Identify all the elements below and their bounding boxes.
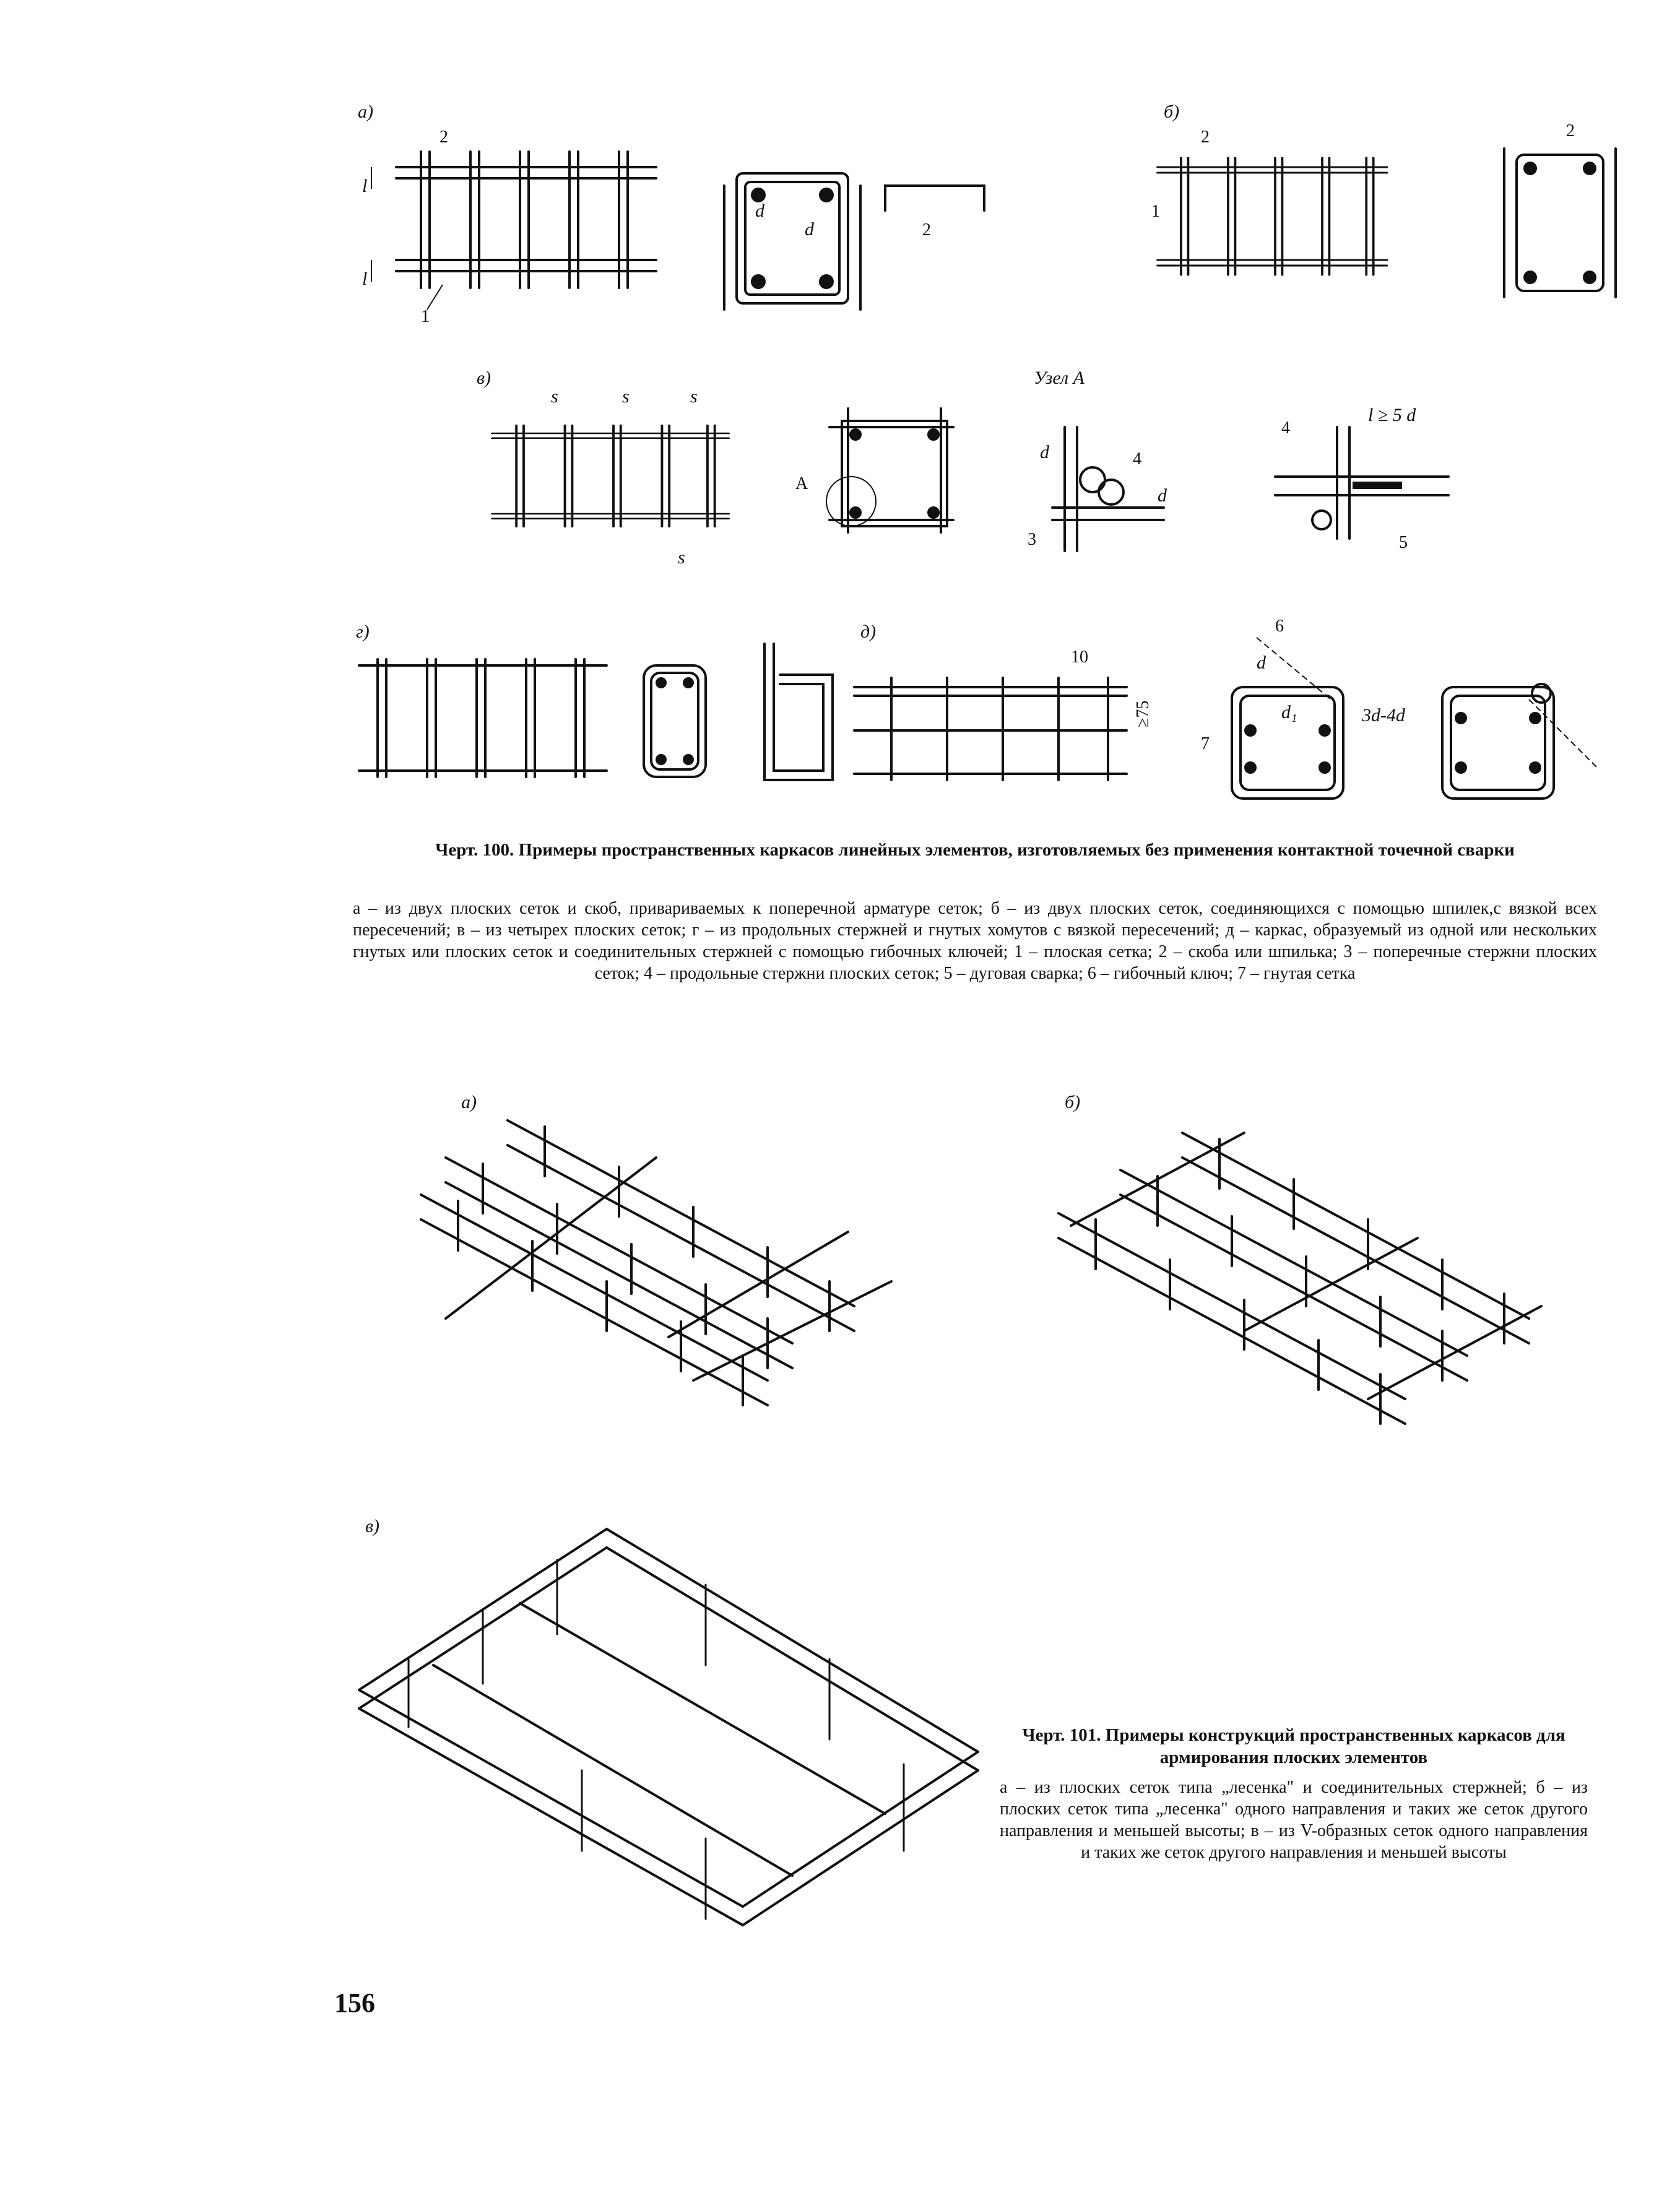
figure-101-title: Черт. 101. Примеры конструкций пространс… xyxy=(1022,1725,1565,1767)
svg-text:l: l xyxy=(362,176,367,196)
fig100v-mesh-plan: s s s s xyxy=(491,386,730,568)
fig100-panel-a: а) xyxy=(358,102,373,122)
fig100b-section: 2 xyxy=(1503,121,1617,298)
svg-text:2: 2 xyxy=(922,220,931,240)
fig101b-drawing xyxy=(1057,1132,1543,1425)
fig101-panel-v: в) xyxy=(365,1516,379,1536)
fig100-panel-d: д) xyxy=(860,621,876,642)
figure-100-caption: а – из двух плоских сеток и скоб, привар… xyxy=(353,899,1597,983)
fig100b-mesh-plan: 2 1 xyxy=(1151,128,1388,276)
svg-text:2: 2 xyxy=(1201,128,1210,147)
svg-text:1: 1 xyxy=(421,307,430,326)
svg-text:l ≥ 5 d: l ≥ 5 d xyxy=(1368,405,1416,425)
fig100v-weld-detail: 4 l ≥ 5 d 5 xyxy=(1274,405,1450,552)
svg-text:l: l xyxy=(362,269,367,289)
svg-text:d: d xyxy=(805,219,815,240)
fig101-panel-b: б) xyxy=(1065,1092,1080,1112)
svg-text:d: d xyxy=(1040,442,1050,462)
fig100a-section: d d xyxy=(723,172,862,311)
svg-text:d₁: d₁ xyxy=(1281,702,1297,722)
svg-text:6: 6 xyxy=(1275,617,1284,636)
fig100g-mesh-plan xyxy=(358,658,608,778)
fig101a-drawing xyxy=(420,1119,893,1406)
svg-text:s: s xyxy=(678,547,685,568)
svg-text:2: 2 xyxy=(1566,121,1575,141)
svg-text:10: 10 xyxy=(1071,647,1088,667)
svg-text:3: 3 xyxy=(1028,530,1036,549)
svg-text:4: 4 xyxy=(1281,418,1290,438)
fig100g-bent-bar xyxy=(763,643,834,781)
figure-100-title: Черт. 100. Примеры пространственных карк… xyxy=(435,840,1515,860)
svg-text:s: s xyxy=(622,386,630,407)
fig100-panel-b: б) xyxy=(1164,102,1179,122)
fig100d-section-bent xyxy=(1441,683,1598,800)
svg-text:s: s xyxy=(551,386,558,407)
svg-text:2: 2 xyxy=(439,128,448,147)
svg-text:1: 1 xyxy=(1151,202,1160,221)
page-number: 156 xyxy=(334,1988,375,2018)
svg-text:d: d xyxy=(1158,485,1167,506)
fig100v-node-a: Узел А d 4 d 3 xyxy=(1028,368,1167,552)
fig100d-section-bending: 6 d d₁ 3d-4d 7 xyxy=(1201,617,1406,800)
fig100a-clip: 2 xyxy=(884,184,985,240)
svg-text:7: 7 xyxy=(1201,734,1210,753)
fig100-panel-g: г) xyxy=(356,621,370,642)
svg-text:d: d xyxy=(1257,652,1266,673)
fig100a-mesh-plan: l l 2 1 xyxy=(362,128,657,326)
svg-text:5: 5 xyxy=(1399,533,1408,552)
figure-101-caption: а – из плоских сеток типа „лесенка" и со… xyxy=(1000,1778,1588,1862)
svg-text:≥75: ≥75 xyxy=(1133,701,1153,727)
fig101v-drawing xyxy=(358,1528,979,1926)
fig101-panel-a: а) xyxy=(461,1092,477,1112)
svg-text:4: 4 xyxy=(1133,449,1141,469)
fig100v-section: А xyxy=(795,407,955,534)
svg-text:Узел А: Узел А xyxy=(1034,368,1085,388)
fig100d-mesh-plan: 10 ≥75 xyxy=(853,647,1153,781)
fig100g-stirrup xyxy=(643,664,707,778)
svg-text:d: d xyxy=(755,201,765,221)
svg-text:А: А xyxy=(795,474,808,493)
svg-text:3d-4d: 3d-4d xyxy=(1361,705,1406,725)
svg-text:s: s xyxy=(690,386,698,407)
fig100-panel-v: в) xyxy=(477,368,491,388)
